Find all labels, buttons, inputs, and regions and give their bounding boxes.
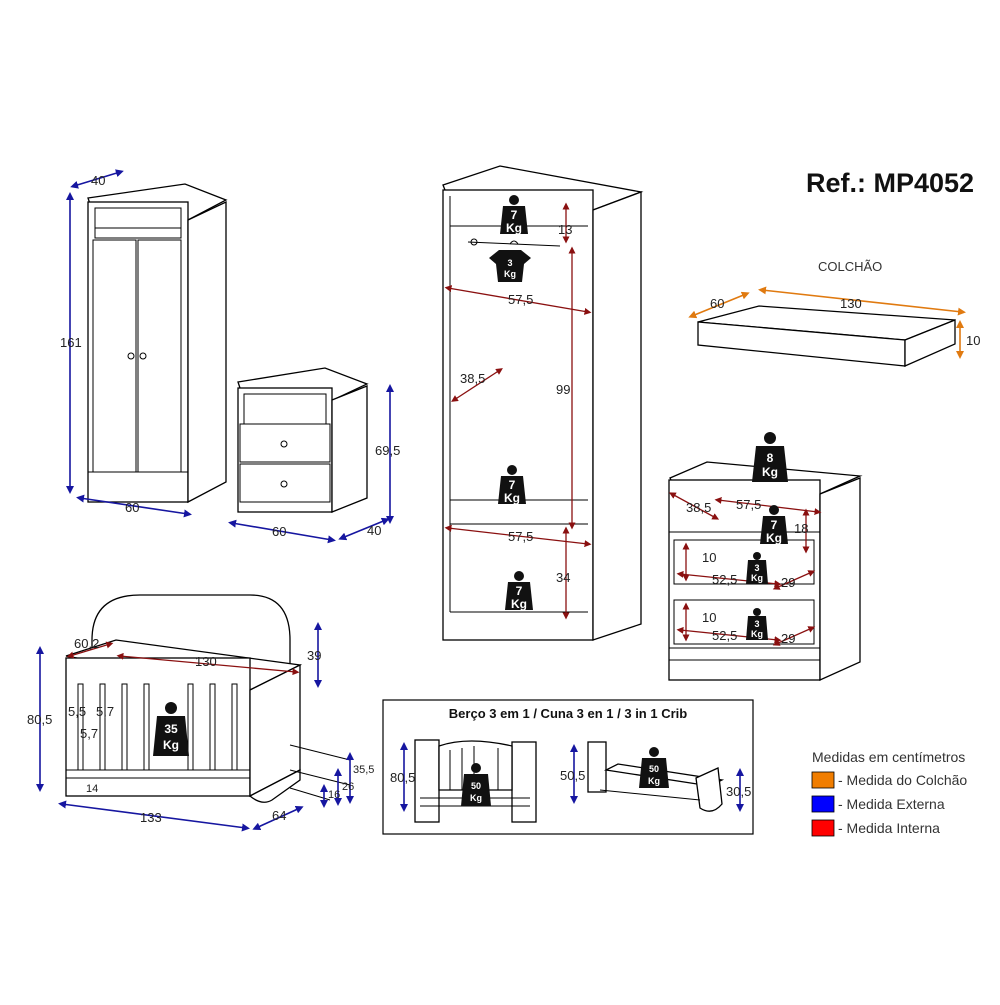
small-wardrobe-depth: 40: [91, 173, 105, 188]
weight-unit: Kg: [470, 793, 482, 803]
weight-badge: 7 Kg: [505, 571, 533, 611]
dresser-shelf-height: 18: [794, 521, 808, 536]
large-wardrobe: 13 57,5 38,5 99 57,5 34: [442, 165, 644, 641]
weight-unit: Kg: [762, 465, 778, 479]
legend-label-internal: - Medida Interna: [838, 820, 940, 836]
nightstand: 60 40 69,5: [228, 367, 400, 544]
weight-value: 3: [754, 563, 759, 573]
weight-badge: 7 Kg: [498, 465, 526, 505]
legend-label-mattress: - Medida do Colchão: [838, 772, 967, 788]
crib-length: 133: [140, 810, 162, 825]
weight-unit: Kg: [511, 597, 527, 611]
large-wardrobe-inner-width-top: 57,5: [508, 292, 533, 307]
legend-swatch-internal: [811, 819, 835, 837]
weight-value: 8: [767, 451, 774, 465]
weight-value: 7: [509, 478, 516, 492]
small-wardrobe-height: 161: [60, 335, 82, 350]
weight-badge: 3 Kg: [746, 552, 768, 584]
large-wardrobe-bottom-height: 34: [556, 570, 570, 585]
mattress-length: 130: [840, 296, 862, 311]
conversion-panel: Berço 3 em 1 / Cuna 3 en 1 / 3 in 1 Crib…: [382, 699, 754, 835]
mattress: COLCHÃO 60 130 10: [688, 259, 980, 367]
weight-unit: Kg: [504, 269, 516, 279]
crib-side-height-1: 35,5: [353, 764, 374, 776]
legend-swatch-external: [811, 795, 835, 813]
weight-unit: Kg: [648, 776, 660, 786]
crib-side-height-3: 16: [328, 789, 340, 801]
weight-badge: 7 Kg: [760, 505, 788, 545]
weight-unit: Kg: [506, 221, 522, 235]
crib-depth: 64: [272, 808, 286, 823]
weight-unit: Kg: [163, 738, 179, 752]
mattress-depth: 60: [710, 296, 724, 311]
drawer2-width: 52,5: [712, 628, 737, 643]
crib-inner-depth: 60,2: [74, 636, 99, 651]
conversion-bed-side: 30,5: [726, 784, 751, 799]
hanger-weight-badge: 3 Kg: [489, 240, 531, 282]
crib-bar-gap-2: 5,7: [96, 704, 114, 719]
crib-inner-length: 130: [195, 654, 217, 669]
legend-swatch-mattress: [811, 771, 835, 789]
weight-badge: 50 Kg: [461, 763, 491, 806]
crib-headboard-height: 39: [307, 648, 321, 663]
crib-bar-gap-1: 5,5: [68, 704, 86, 719]
mattress-label: COLCHÃO: [818, 259, 882, 274]
conversion-title: Berço 3 em 1 / Cuna 3 en 1 / 3 in 1 Crib: [449, 706, 687, 721]
crib-bar-gap-3: 5,7: [80, 726, 98, 741]
drawer2-height: 10: [702, 610, 716, 625]
weight-unit: Kg: [751, 573, 763, 583]
nightstand-height: 69,5: [375, 443, 400, 458]
weight-value: 50: [471, 781, 481, 791]
mattress-height: 10: [966, 333, 980, 348]
conversion-bed-height: 50,5: [560, 768, 585, 783]
weight-value: 35: [164, 722, 178, 736]
dresser-inner-width: 57,5: [736, 497, 761, 512]
weight-value: 7: [771, 518, 778, 532]
nightstand-depth: 40: [367, 523, 381, 538]
weight-value: 3: [754, 619, 759, 629]
conversion-crib-height: 80,5: [390, 770, 415, 785]
crib-slats: [77, 683, 238, 771]
crib-height: 80,5: [27, 712, 52, 727]
large-wardrobe-inner-height: 99: [556, 382, 570, 397]
reference-code: Ref.: MP4052: [806, 168, 974, 198]
weight-badge: 8 Kg: [752, 432, 788, 482]
weight-badge: 50 Kg: [639, 747, 669, 788]
crib: 60,2 130 39 80,5 5,5 5,7 5,7 14 133 64 3…: [27, 594, 374, 832]
crib-foot: 14: [86, 783, 98, 795]
weight-unit: Kg: [504, 491, 520, 505]
weight-unit: Kg: [751, 629, 763, 639]
weight-badge: 35 Kg: [153, 702, 189, 756]
large-wardrobe-inner-width-bottom: 57,5: [508, 529, 533, 544]
weight-value: 50: [649, 764, 659, 774]
weight-badge: 7 Kg: [500, 195, 528, 235]
large-wardrobe-inner-depth: 38,5: [460, 371, 485, 386]
crib-side-height-2: 26: [342, 781, 354, 793]
weight-value: 7: [511, 208, 518, 222]
nightstand-width: 60: [272, 524, 286, 539]
drawer1-depth: 29: [781, 575, 795, 590]
drawer1-height: 10: [702, 550, 716, 565]
weight-value: 3: [507, 258, 512, 268]
weight-value: 7: [516, 584, 523, 598]
weight-unit: Kg: [766, 531, 782, 545]
drawer1-width: 52,5: [712, 572, 737, 587]
small-wardrobe-width: 60: [125, 500, 139, 515]
dresser-inner-depth: 38,5: [686, 500, 711, 515]
legend: Medidas em centímetros - Medida do Colch…: [811, 749, 967, 837]
weight-badge: 3 Kg: [746, 608, 768, 640]
small-wardrobe: 40 161 60: [60, 169, 228, 518]
large-wardrobe-top-gap: 13: [558, 222, 572, 237]
drawer2-depth: 29: [781, 631, 795, 646]
legend-title: Medidas em centímetros: [812, 749, 965, 765]
legend-label-external: - Medida Externa: [838, 796, 945, 812]
